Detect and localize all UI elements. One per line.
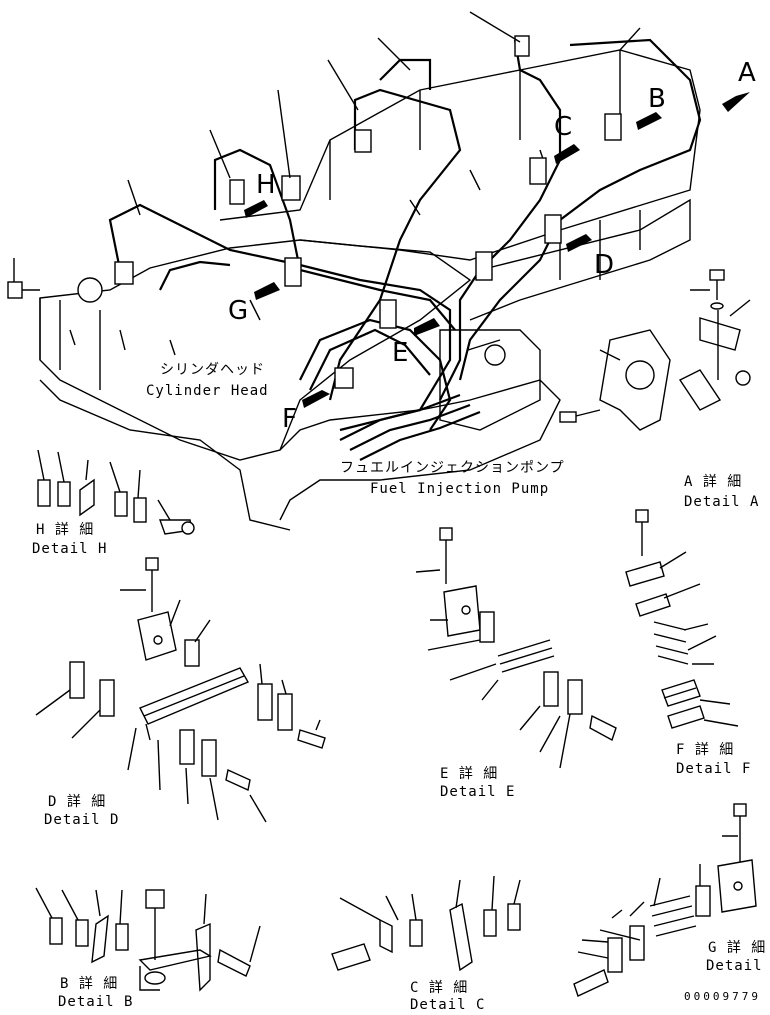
- detail-f-caption-jp: F 詳 細: [676, 742, 735, 758]
- callout-letter-a: A: [738, 58, 756, 88]
- detail-d-caption-en: Detail D: [44, 812, 120, 828]
- callout-letter-d: D: [594, 250, 615, 280]
- detail-b-caption-en: Detail B: [58, 994, 134, 1010]
- detail-a-drawing: [559, 269, 751, 431]
- callout-letter-e: E: [392, 338, 409, 368]
- detail-b-caption-jp: B 詳 細: [60, 976, 119, 992]
- detail-e-caption-jp: E 詳 細: [440, 766, 499, 782]
- detail-a-caption-jp: A 詳 細: [684, 474, 743, 490]
- detail-c-caption-en: Detail C: [410, 997, 486, 1013]
- pump-label-jp: フュエルインジェクションポンプ: [340, 460, 565, 476]
- callout-letter-f: F: [282, 404, 297, 434]
- detail-h-caption-jp: H 詳 細: [36, 522, 95, 538]
- detail-h-caption-en: Detail H: [32, 541, 108, 557]
- detail-a-caption-en: Detail A: [684, 494, 760, 510]
- detail-f-caption-en: Detail F: [676, 761, 752, 777]
- injection-lines: [108, 35, 702, 461]
- detail-d-drawing: [35, 557, 326, 823]
- leader-lines: [13, 11, 641, 351]
- cylinder-head-label-jp: シリンダヘッド: [160, 362, 265, 378]
- detail-g-drawing: [573, 803, 757, 997]
- callout-letter-h: H: [256, 170, 276, 200]
- detail-c-caption-jp: C 詳 細: [410, 980, 469, 996]
- callout-letter-c: C: [554, 112, 573, 142]
- pump-label-en: Fuel Injection Pump: [370, 481, 550, 497]
- detail-g-caption-en: Detail G: [706, 958, 770, 974]
- detail-b-drawing: [35, 887, 261, 992]
- detail-h-drawing: [37, 449, 195, 535]
- engine-assembly: [7, 49, 701, 531]
- detail-g-caption-jp: G 詳 細: [708, 940, 767, 956]
- document-number: 00009779: [684, 990, 761, 1003]
- detail-c-drawing: [331, 875, 521, 972]
- detail-d-caption-jp: D 詳 細: [48, 794, 107, 810]
- callout-letter-b: B: [648, 84, 666, 114]
- detail-f-drawing: [625, 509, 739, 729]
- callout-arrows: [244, 92, 750, 408]
- callout-letter-g: G: [228, 296, 249, 326]
- cylinder-head-label-en: Cylinder Head: [146, 383, 269, 399]
- detail-e-drawing: [415, 527, 617, 769]
- detail-e-caption-en: Detail E: [440, 784, 516, 800]
